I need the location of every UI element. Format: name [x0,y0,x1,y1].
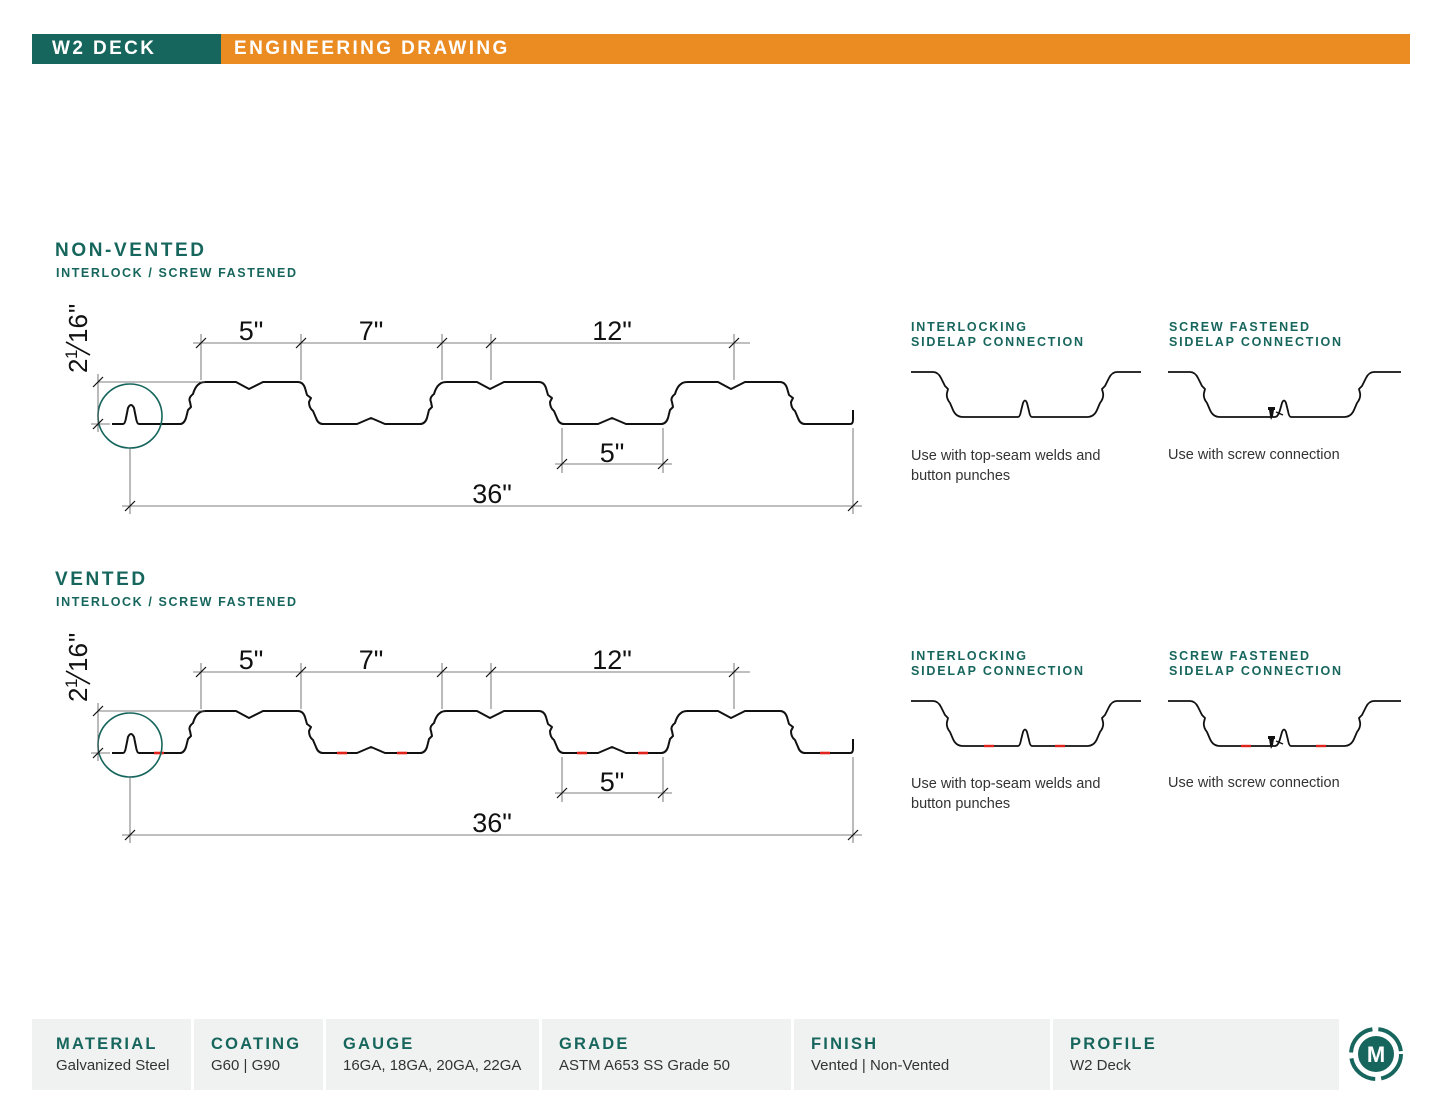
section-title-vented: VENTED [55,569,148,590]
deck-profile-non-vented [111,381,854,425]
dim-height: 2 1 16 " [62,304,93,373]
company-logo-icon: M [1349,1027,1403,1081]
header-product-bar: W2 DECK [32,34,221,64]
header-product-title: W2 DECK [52,38,157,59]
dim-bottom-flange: 5" [600,767,625,797]
screw-detail-vented [1167,700,1402,750]
dim-top-flange: 5" [239,316,264,346]
connection-title-screw: SCREW FASTENED SIDELAP CONNECTION [1169,320,1343,350]
interlocking-detail-vented [910,700,1142,748]
dim-overall: 36" [472,479,512,509]
section-title-non-vented: NON-VENTED [55,240,207,261]
dim-pitch: 12" [592,645,632,675]
connection-note-screw: Use with screw connection [1168,447,1340,463]
header-doctype-bar: ENGINEERING DRAWING [221,34,1410,64]
connection-title-line2: SIDELAP CONNECTION [1169,335,1343,349]
spec-label: GRADE [559,1035,630,1053]
connection-title-interlocking: INTERLOCKING SIDELAP CONNECTION [911,320,1085,350]
dim-overall: 36" [472,808,512,838]
dim-height-whole: 2 [63,688,93,702]
spec-label: PROFILE [1070,1035,1157,1053]
detail-circle [97,712,163,778]
logo-letter: M [1367,1042,1385,1067]
connection-title-line1: SCREW FASTENED [1169,320,1311,334]
connection-note-screw: Use with screw connection [1168,775,1340,791]
spec-cell-gauge: GAUGE 16GA, 18GA, 20GA, 22GA [326,1019,539,1090]
dimension-lines-top [193,663,750,709]
spec-value: Galvanized Steel [56,1057,170,1074]
dim-height-den: 16 [63,314,93,343]
connection-note-interlocking: Use with top-seam welds and button punch… [911,776,1101,812]
interlocking-detail-non-vented [910,371,1142,418]
connection-note-interlocking: Use with top-seam welds and button punch… [911,448,1101,484]
spec-cell-grade: GRADE ASTM A653 SS Grade 50 [542,1019,791,1090]
connection-title-interlocking: INTERLOCKING SIDELAP CONNECTION [911,649,1085,679]
screw-detail-non-vented [1167,371,1402,421]
dimension-lines-bottom [555,428,672,473]
section-subtitle-vented: INTERLOCK / SCREW FASTENED [56,595,298,609]
spec-value: ASTM A653 SS Grade 50 [559,1057,730,1074]
dim-bottom-flange: 5" [600,438,625,468]
spec-value: G60 | G90 [211,1057,280,1074]
dimension-line-overall [122,757,862,843]
dimension-lines-bottom [555,757,672,802]
spec-value: W2 Deck [1070,1057,1131,1074]
spec-label: COATING [211,1035,302,1053]
dim-height-num: 1 [62,350,81,359]
dim-height-unit: " [63,633,93,642]
section-subtitle-non-vented: INTERLOCK / SCREW FASTENED [56,266,298,280]
connection-title-screw: SCREW FASTENED SIDELAP CONNECTION [1169,649,1343,679]
spec-value: Vented | Non-Vented [811,1057,950,1074]
spec-cell-profile: PROFILE W2 Deck [1053,1019,1339,1090]
spec-value: 16GA, 18GA, 20GA, 22GA [343,1057,522,1074]
dim-height-num: 1 [62,679,81,688]
connection-title-line1: INTERLOCKING [911,320,1028,334]
header-doctype-title: ENGINEERING DRAWING [234,38,510,59]
spec-cell-material: MATERIAL Galvanized Steel [32,1019,191,1090]
spec-label: FINISH [811,1035,879,1053]
spec-cell-coating: COATING G60 | G90 [194,1019,323,1090]
connection-title-line2: SIDELAP CONNECTION [911,664,1085,678]
dim-top-flange: 5" [239,645,264,675]
dimension-line-overall [122,428,862,514]
dim-height: 2 1 16 " [62,633,93,702]
dim-pitch: 12" [592,316,632,346]
dim-height-unit: " [63,304,93,313]
connection-title-line2: SIDELAP CONNECTION [1169,664,1343,678]
connection-title-line1: INTERLOCKING [911,649,1028,663]
dim-height-whole: 2 [63,359,93,373]
height-dimension [91,374,205,432]
dim-gap: 7" [359,316,384,346]
connection-title-line2: SIDELAP CONNECTION [911,335,1085,349]
dimension-lines-top [193,334,750,380]
dim-gap: 7" [359,645,384,675]
dim-height-den: 16 [63,643,93,672]
connection-title-line1: SCREW FASTENED [1169,649,1311,663]
spec-cell-finish: FINISH Vented | Non-Vented [794,1019,1050,1090]
height-dimension [91,703,205,761]
spec-label: MATERIAL [56,1035,158,1053]
detail-circle [97,383,163,449]
deck-profile-vented [111,710,854,755]
spec-label: GAUGE [343,1035,415,1053]
